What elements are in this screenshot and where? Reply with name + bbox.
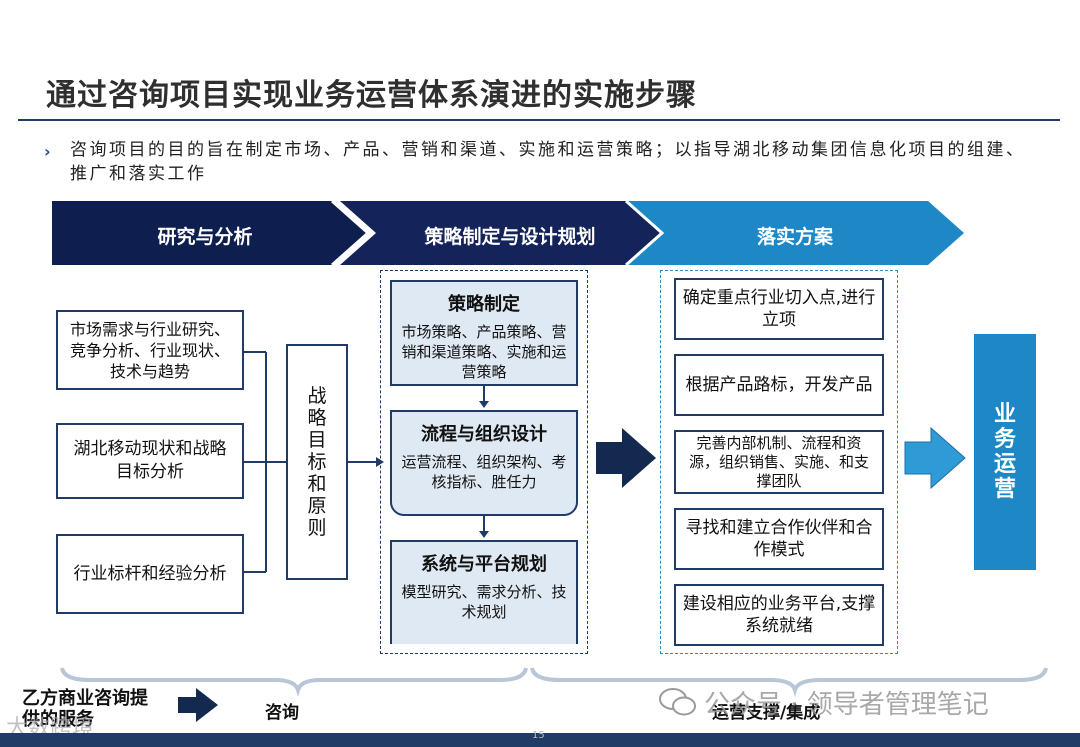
- panel-strategy-making: 策略制定 市场策略、产品策略、营销和渠道策略、实施和运营策略: [390, 280, 578, 386]
- phase-label-strategy: 策略制定与设计规划: [424, 226, 596, 248]
- panel-system-platform: 系统与平台规划 模型研究、需求分析、技术规划: [390, 540, 578, 644]
- big-arrow-to-implementation: [596, 428, 656, 488]
- bottom-consult-label: 咨询: [265, 703, 299, 723]
- bottom-arrow: [178, 688, 218, 722]
- bottom-service-label: 乙方商业咨询提供的服务: [22, 688, 148, 730]
- business-operations-box: 业务运营: [974, 334, 1036, 570]
- impl-step-2: 根据产品路标，开发产品: [674, 354, 884, 416]
- implementation-container: [660, 270, 898, 654]
- brace-ops: [530, 667, 1048, 697]
- panel-heading: 流程与组织设计: [421, 424, 547, 445]
- strategy-container: [380, 270, 588, 654]
- panel-body: 模型研究、需求分析、技术规划: [401, 583, 567, 621]
- purpose-statement: 咨询项目的目的旨在制定市场、产品、营销和渠道、实施和运营策略；以指导湖北移动集团…: [70, 140, 1026, 184]
- title-divider: [18, 119, 1060, 121]
- panel-body: 市场策略、产品策略、营销和渠道策略、实施和运营策略: [401, 323, 567, 381]
- strategy-principles-box: 战略目标和原则: [286, 344, 348, 580]
- brace-consulting: [60, 667, 528, 697]
- footer-bar: [0, 733, 1080, 747]
- business-operations-text: 业务运营: [993, 402, 1016, 502]
- page-title: 通过咨询项目实现业务运营体系演进的实施步骤: [46, 78, 697, 113]
- research-box-current-state: 湖北移动现状和战略目标分析: [56, 423, 244, 499]
- wechat-icon: [659, 688, 696, 716]
- impl-step-1: 确定重点行业切入点,进行立项: [674, 278, 884, 340]
- bullet-chevron-icon: ›: [44, 142, 51, 161]
- panel-process-org: 流程与组织设计 运营流程、组织架构、考核指标、胜任力: [390, 410, 578, 516]
- panel-body: 运营流程、组织架构、考核指标、胜任力: [401, 453, 567, 491]
- impl-step-3: 完善内部机制、流程和资源，组织销售、实施、和支撑团队: [674, 430, 884, 494]
- phase-label-implement: 落实方案: [756, 226, 833, 248]
- big-arrow-to-business: [904, 426, 966, 490]
- phase-label-research: 研究与分析: [157, 226, 253, 248]
- page-number: 15: [532, 730, 545, 741]
- impl-step-4: 寻找和建立合作伙伴和合作模式: [674, 508, 884, 570]
- bottom-ops-label: 运营支撑/集成: [712, 703, 821, 723]
- panel-heading: 系统与平台规划: [421, 554, 547, 575]
- strategy-principles-text: 战略目标和原则: [307, 385, 327, 539]
- watermark-text: 公众号 · 领导者管理笔记: [704, 690, 989, 720]
- panel-heading: 策略制定: [448, 294, 520, 315]
- research-box-market: 市场需求与行业研究、竞争分析、行业现状、技术与趋势: [56, 310, 244, 390]
- research-box-benchmark: 行业标杆和经验分析: [56, 534, 244, 614]
- impl-step-5: 建设相应的业务平台,支撑系统就绪: [674, 584, 884, 646]
